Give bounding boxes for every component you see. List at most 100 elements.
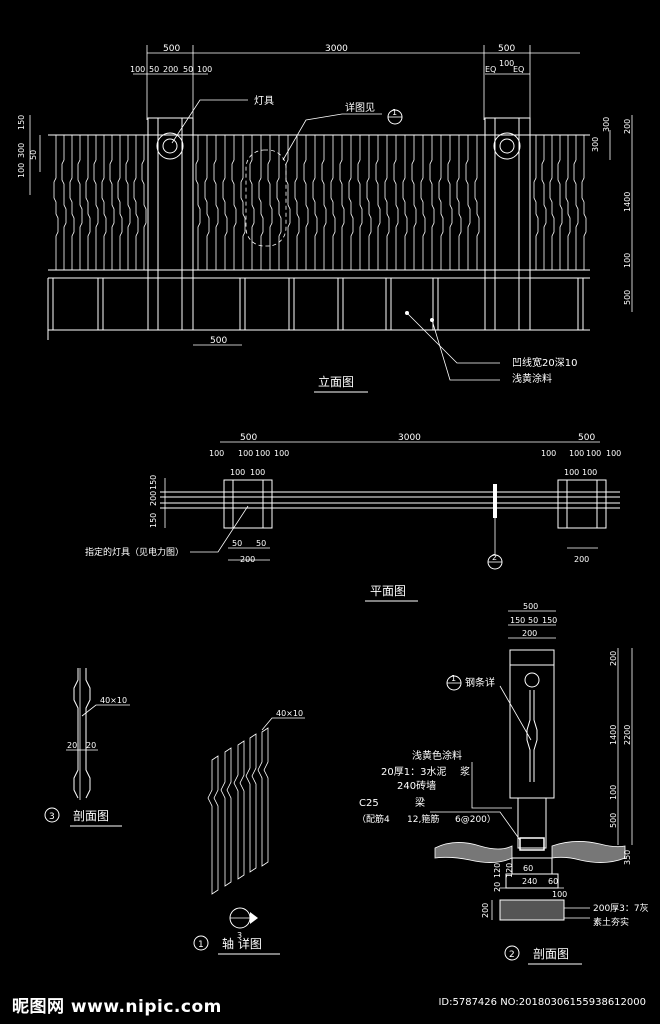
label-rail: 钢条详 bbox=[465, 676, 495, 689]
dim-label: 100 bbox=[623, 253, 632, 268]
leader-dot bbox=[430, 318, 434, 322]
label-c25: C25 bbox=[359, 798, 379, 809]
dim-label: 60 bbox=[523, 864, 533, 873]
baluster bbox=[541, 135, 547, 270]
baluster bbox=[384, 135, 390, 270]
baluster bbox=[267, 135, 273, 270]
baluster bbox=[321, 135, 327, 270]
label-plan-lamp: 指定的灯具（见电力图） bbox=[85, 546, 184, 558]
dim-label: 100 bbox=[17, 163, 26, 178]
baluster bbox=[125, 135, 131, 270]
leader-layers bbox=[471, 762, 512, 809]
label-mortar2: 浆 bbox=[460, 765, 470, 778]
dim-label: 100 bbox=[255, 449, 270, 458]
dim-label: 1400 bbox=[609, 725, 618, 745]
dim-label: 150 bbox=[542, 616, 557, 625]
baluster bbox=[429, 135, 435, 270]
label-beam: 梁 bbox=[415, 796, 425, 809]
dim-label: 200 bbox=[149, 491, 158, 506]
axo-bar bbox=[220, 747, 232, 887]
baluster bbox=[222, 135, 228, 270]
baluster bbox=[101, 135, 107, 270]
soil-left bbox=[434, 842, 513, 863]
baluster bbox=[77, 135, 83, 270]
baluster bbox=[195, 135, 201, 270]
label-wall: 240砖墙 bbox=[397, 779, 436, 792]
baluster bbox=[447, 135, 453, 270]
baluster bbox=[393, 135, 399, 270]
leader-beam bbox=[430, 811, 521, 841]
dim-label: 60 bbox=[548, 877, 558, 886]
dim-label: 200 bbox=[240, 555, 255, 564]
baluster bbox=[339, 135, 345, 270]
lamp-left-icon bbox=[156, 132, 184, 160]
baluster bbox=[109, 135, 115, 270]
label-bar: 40×10 bbox=[276, 709, 303, 718]
pillar-right bbox=[484, 117, 531, 331]
baluster bbox=[312, 135, 318, 270]
label-mortar: 20厚1：3水泥 bbox=[381, 765, 446, 778]
section-cut bbox=[493, 484, 497, 518]
leader-bar bbox=[81, 704, 130, 717]
baluster bbox=[411, 135, 417, 270]
baluster bbox=[348, 135, 354, 270]
dim-label: 200 bbox=[481, 903, 490, 918]
baluster bbox=[573, 135, 579, 270]
axo-bar bbox=[257, 727, 269, 867]
dim-label: 100 bbox=[609, 785, 618, 800]
baluster bbox=[533, 135, 539, 270]
section-2-view: 500 150 50 150 200 1 钢条详 浅黄色涂料 20厚1：3水泥 … bbox=[357, 602, 649, 965]
dim-label: 20 bbox=[493, 882, 502, 892]
dim-label: 500 bbox=[523, 602, 538, 611]
dim-label: 300 bbox=[602, 117, 611, 132]
dim-label: 50 bbox=[256, 539, 266, 548]
pillar-section bbox=[509, 649, 555, 799]
dim-label: 200 bbox=[623, 119, 632, 134]
baluster bbox=[53, 135, 59, 270]
baluster bbox=[204, 135, 210, 270]
baluster bbox=[474, 135, 480, 270]
leader-dot bbox=[405, 311, 409, 315]
dim-label: 100 bbox=[197, 65, 212, 74]
dim-label: 500 bbox=[163, 44, 180, 54]
dim-label: 150 bbox=[510, 616, 525, 625]
dim-label: 100 bbox=[238, 449, 253, 458]
dim-label: 50 bbox=[232, 539, 242, 548]
dim-label: 500 bbox=[210, 336, 227, 346]
dim-label: 500 bbox=[578, 433, 595, 443]
watermark-id: ID:5787426 NO:20180306155938612000 bbox=[438, 997, 646, 1008]
label-bar: 40×10 bbox=[100, 696, 127, 705]
baluster bbox=[303, 135, 309, 270]
leader-groove bbox=[406, 312, 500, 364]
axo-number: 1 bbox=[198, 940, 204, 950]
lime-base bbox=[499, 899, 565, 921]
section-ref: 2 bbox=[492, 553, 497, 562]
dim-label: 200 bbox=[522, 629, 537, 638]
watermark-logo: 昵图网 www.nipic.com bbox=[12, 997, 222, 1017]
baluster bbox=[231, 135, 237, 270]
dim-label: 120 bbox=[505, 863, 514, 878]
baluster bbox=[366, 135, 372, 270]
pillar-left bbox=[147, 117, 194, 331]
baluster bbox=[133, 135, 139, 270]
label-lime: 200厚3：7灰 bbox=[593, 902, 649, 914]
dim-label: 3000 bbox=[398, 433, 421, 443]
leader-detail bbox=[282, 113, 382, 161]
baluster bbox=[61, 135, 67, 270]
axo-bar bbox=[245, 733, 257, 873]
axo-title: 轴 详图 bbox=[222, 936, 262, 951]
leader-lamp bbox=[190, 505, 249, 553]
dim-label: 500 bbox=[240, 433, 257, 443]
dim-label: 100 bbox=[250, 468, 265, 477]
dim-label: 20 bbox=[67, 741, 77, 750]
dim-label: EQ bbox=[485, 65, 496, 74]
detail-ref: 1 bbox=[392, 108, 397, 117]
dim-label: 100 bbox=[569, 449, 584, 458]
axo-ref: 3 bbox=[237, 931, 242, 940]
section2-marker bbox=[504, 945, 520, 961]
label-detail: 详图见 bbox=[345, 101, 375, 114]
baluster bbox=[357, 135, 363, 270]
lamp-left-inner bbox=[162, 138, 178, 154]
label-soil: 素土夯实 bbox=[593, 916, 629, 928]
baluster bbox=[93, 135, 99, 270]
